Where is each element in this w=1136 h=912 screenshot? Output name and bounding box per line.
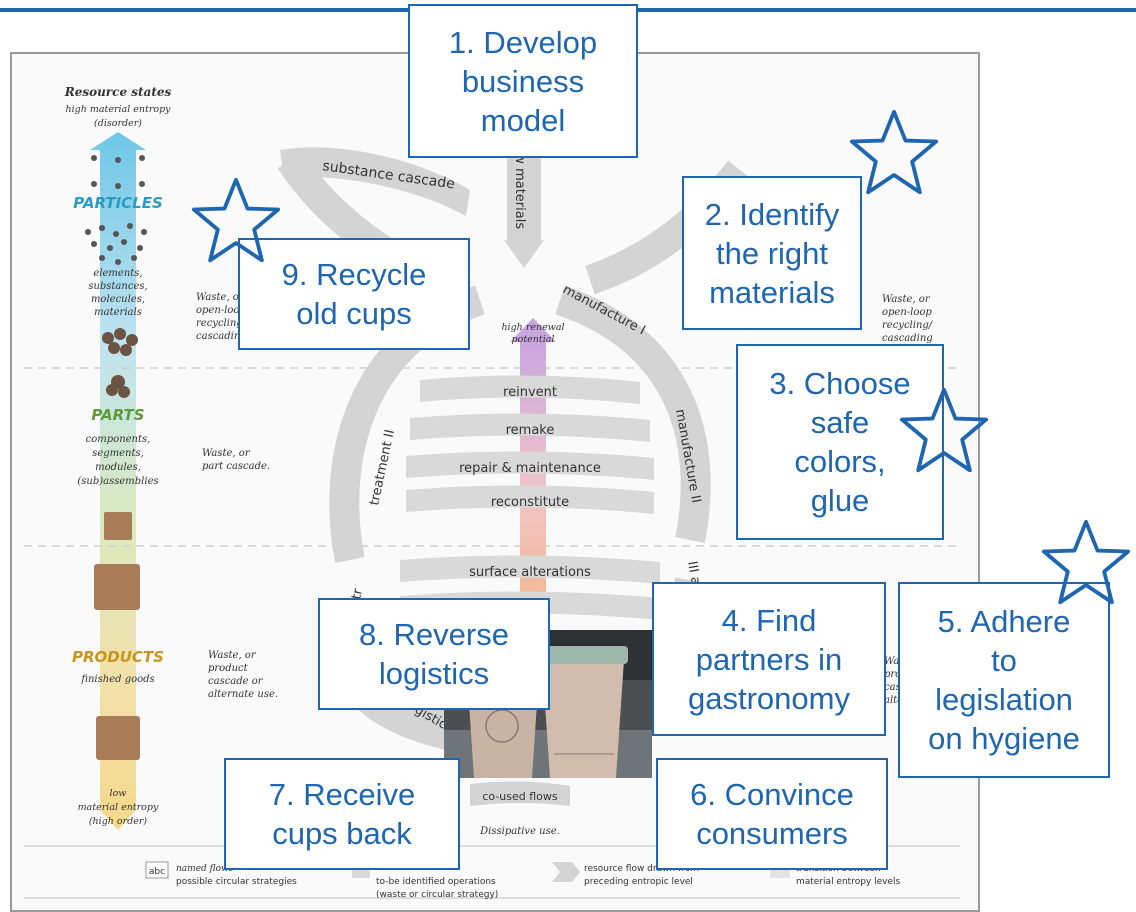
legend-abc: abc bbox=[149, 867, 165, 877]
svg-text:cascade or: cascade or bbox=[208, 676, 264, 687]
callout-choose-safe-colors: 3. Choose safe colors, glue bbox=[736, 344, 944, 540]
low-entropy-desc: low material entropy (high order) bbox=[78, 788, 159, 827]
raw-materials-arrowhead bbox=[504, 240, 544, 268]
treatment-3-label: tr bbox=[349, 587, 366, 601]
cube-icons bbox=[94, 512, 140, 760]
manufacture-3-label: III a bbox=[684, 560, 703, 586]
high-entropy-line2: (disorder) bbox=[94, 118, 142, 129]
legend-1-line1: named flows bbox=[176, 864, 234, 874]
parts-desc: components, segments, modules, (sub)asse… bbox=[77, 434, 158, 487]
star-icon bbox=[849, 109, 939, 195]
callout-develop-business-model: 1. Develop business model bbox=[408, 4, 638, 158]
legend-4-line2: material entropy levels bbox=[796, 877, 901, 887]
callout-receive-cups-back: 7. Receive cups back bbox=[224, 758, 460, 870]
high-renewal-line2: potential bbox=[512, 334, 555, 345]
dissipative-use-label: Dissipative use. bbox=[479, 826, 560, 837]
svg-text:alternate use.: alternate use. bbox=[208, 689, 278, 700]
svg-text:alter: alter bbox=[884, 695, 909, 706]
svg-text:low: low bbox=[110, 788, 127, 799]
high-renewal-arrowhead bbox=[510, 318, 556, 342]
legend-3-line2: preceding entropic level bbox=[584, 877, 693, 887]
callout-convince-consumers: 6. Convince consumers bbox=[656, 758, 888, 870]
svg-text:elements,: elements, bbox=[93, 268, 142, 279]
star-icon bbox=[1041, 519, 1131, 605]
waste-parts-left: Waste, or part cascade. bbox=[202, 448, 270, 472]
parts-label: PARTS bbox=[91, 406, 144, 424]
svg-text:modules,: modules, bbox=[95, 462, 141, 473]
resource-states-title: Resource states bbox=[64, 85, 172, 99]
svg-text:open-loo: open-loo bbox=[196, 305, 239, 316]
star-icon bbox=[191, 177, 281, 263]
svg-text:Waste, o: Waste, o bbox=[196, 292, 239, 303]
arc-right bbox=[555, 285, 711, 543]
svg-text:Waste, or: Waste, or bbox=[882, 294, 931, 305]
callout-adhere-legislation: 5. Adhere to legislation on hygiene bbox=[898, 582, 1110, 778]
svg-text:part cascade.: part cascade. bbox=[202, 461, 270, 472]
svg-text:Waste, or: Waste, or bbox=[202, 448, 251, 459]
co-used-flows-band bbox=[470, 781, 570, 806]
star-icon bbox=[899, 387, 989, 473]
waste-particles-right: Waste, or open-loop recycling/ cascading bbox=[882, 294, 934, 344]
svg-text:recycling: recycling bbox=[196, 318, 243, 329]
treatment-2-label: treatment II bbox=[367, 428, 398, 506]
svg-text:molecules,: molecules, bbox=[91, 294, 145, 305]
callout-recycle-old-cups: 9. Recycle old cups bbox=[238, 238, 470, 350]
legend-3-swatch bbox=[552, 862, 580, 882]
svg-text:(sub)assemblies: (sub)assemblies bbox=[77, 476, 158, 487]
co-used-flows-label: co-used flows bbox=[482, 790, 558, 803]
svg-text:prod: prod bbox=[884, 669, 908, 680]
entropy-arrow bbox=[90, 132, 146, 830]
legend-abc-box bbox=[145, 861, 169, 879]
svg-text:segments,: segments, bbox=[92, 448, 144, 459]
products-label: PRODUCTS bbox=[72, 648, 164, 666]
waste-particles-left: Waste, o open-loo recycling cascadin bbox=[196, 292, 243, 342]
waste-products-left: Waste, or product cascade or alternate u… bbox=[208, 650, 278, 700]
callout-identify-materials: 2. Identify the right materials bbox=[682, 176, 862, 330]
particles-label: PARTICLES bbox=[73, 194, 163, 212]
svg-text:cascadin: cascadin bbox=[196, 331, 240, 342]
svg-text:material entropy: material entropy bbox=[78, 802, 159, 813]
legend-2-line1: to-be identified operations bbox=[376, 877, 496, 887]
svg-text:product: product bbox=[208, 663, 249, 674]
svg-text:cascading: cascading bbox=[882, 333, 933, 344]
legend-1-line2: possible circular strategies bbox=[176, 877, 297, 887]
svg-text:repair & maintenance: repair & maintenance bbox=[459, 461, 601, 476]
svg-text:recycling/: recycling/ bbox=[882, 320, 934, 331]
high-renewal-line1: high renewal bbox=[501, 322, 564, 333]
callout-reverse-logistics: 8. Reverse logistics bbox=[318, 598, 550, 710]
svg-text:substances,: substances, bbox=[88, 281, 147, 292]
svg-text:reconstitute: reconstitute bbox=[491, 495, 569, 510]
svg-text:open-loop: open-loop bbox=[882, 307, 932, 318]
svg-text:Waste, or: Waste, or bbox=[208, 650, 257, 661]
high-entropy-line1: high material entropy bbox=[65, 104, 171, 115]
molecule-cluster bbox=[102, 328, 138, 398]
svg-text:remake: remake bbox=[506, 423, 555, 438]
particle-dots bbox=[85, 155, 147, 265]
raw-materials-label: raw materials bbox=[512, 140, 527, 229]
svg-text:reinvent: reinvent bbox=[503, 385, 557, 400]
callout-find-partners: 4. Find partners in gastronomy bbox=[652, 582, 886, 736]
svg-text:surface alterations: surface alterations bbox=[469, 565, 591, 580]
svg-text:materials: materials bbox=[94, 307, 142, 318]
products-desc: finished goods bbox=[80, 674, 154, 685]
substance-cascade-band bbox=[280, 147, 470, 216]
legend-3-line1: resource flow drawn from bbox=[584, 864, 699, 874]
svg-text:(high order): (high order) bbox=[89, 816, 148, 827]
legend-2-line2: (waste or circular strategy) bbox=[376, 890, 498, 900]
particles-desc: elements, substances, molecules, materia… bbox=[88, 268, 147, 318]
svg-text:casc: casc bbox=[884, 682, 907, 693]
svg-text:components,: components, bbox=[86, 434, 151, 445]
